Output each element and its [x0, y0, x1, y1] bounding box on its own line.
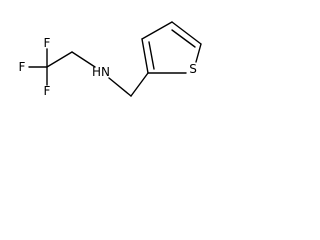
- bond-ring-c2-c3-inner: [148, 41, 155, 70]
- atom-fluorine-left: F: [19, 60, 26, 74]
- structure-diagram: F F F HN S: [19, 21, 202, 98]
- bond-ch2-n: [71, 51, 96, 68]
- bond-ch2-ring: [130, 72, 149, 97]
- atom-sulfur: S: [189, 62, 197, 76]
- atom-fluorine-top: F: [44, 36, 51, 50]
- bond-ring-c5-s: [195, 43, 202, 63]
- bond-ring-c4-c5-inner: [171, 29, 196, 48]
- atom-amine: HN: [92, 65, 110, 79]
- bond-c-ch2: [46, 51, 73, 68]
- bond-n-ch2: [108, 77, 132, 97]
- bond-ring-c2-c3: [141, 38, 149, 74]
- bond-ring-c4-c5: [171, 21, 202, 45]
- atom-fluorine-bottom: F: [44, 84, 51, 98]
- bond-ring-c3-c4: [141, 21, 173, 40]
